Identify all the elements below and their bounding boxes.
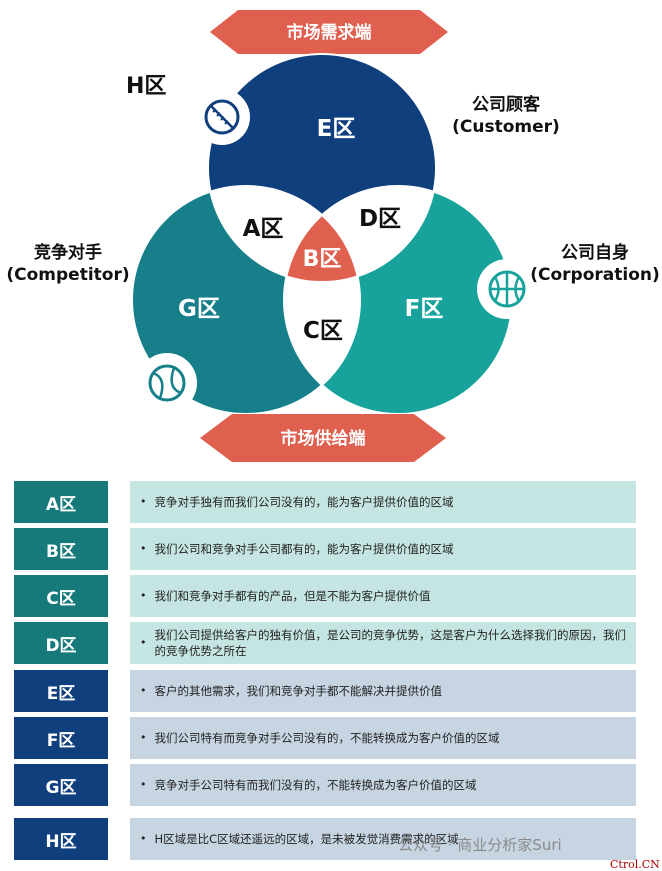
zone-b-area [284,186,360,282]
row-text: 竞争对手独有而我们公司没有的，能为客户提供价值的区域 [154,495,454,509]
corporation-en: (Corporation) [530,265,660,285]
zone-f-label: F区 [405,296,444,322]
customer-en: (Customer) [452,117,560,137]
zone-c-label: C区 [303,318,343,344]
row-desc: •我们公司和竞争对手公司都有的，能为客户提供价值的区域 [130,528,636,570]
row-key: E区 [14,670,108,712]
table-row-d: D区 •我们公司提供给客户的独有价值，是公司的竞争优势，这是客户为什么选择我们的… [14,622,636,664]
competitor-en: (Competitor) [6,265,130,285]
table-row-h: H区 •H区域是比C区域还遥远的区域，是未被发觉消费需求的区域 [14,818,636,860]
row-text: H区域是比C区域还遥远的区域，是未被发觉消费需求的区域 [154,832,459,846]
market-supply-label: 市场供给端 [281,428,366,449]
table-row-e: E区 •客户的其他需求，我们和竞争对手都不能解决并提供价值 [14,670,636,712]
table-row-c: C区 •我们和竞争对手都有的产品，但是不能为客户提供价值 [14,575,636,617]
tennis-ball-icon [137,353,197,413]
competitor-name: 竞争对手 [34,243,102,263]
row-key: F区 [14,717,108,759]
row-text: 我们公司特有而竞争对手公司没有的，不能转换成为客户价值的区域 [154,731,500,745]
row-desc: •我们公司提供给客户的独有价值，是公司的竞争优势，这是客户为什么选择我们的原因，… [130,622,636,664]
row-text: 我们公司提供给客户的独有价值，是公司的竞争优势，这是客户为什么选择我们的原因，我… [154,628,627,658]
zone-g-label: G区 [178,296,220,322]
table-row-g: G区 •竞争对手公司特有而我们没有的，不能转换成为客户价值的区域 [14,764,636,806]
row-desc: •竞争对手独有而我们公司没有的，能为客户提供价值的区域 [130,481,636,523]
customer-name: 公司顾客 [472,95,540,115]
row-key: C区 [14,575,108,617]
row-text: 竞争对手公司特有而我们没有的，不能转换成为客户价值的区域 [154,778,477,792]
table-row-f: F区 •我们公司特有而竞争对手公司没有的，不能转换成为客户价值的区域 [14,717,636,759]
corner-mark: Ctrol.CN [610,858,660,871]
market-demand-label: 市场需求端 [287,22,372,43]
venn-diagram: 市场需求端 E区 A区 D区 B区 G区 C区 F区 [132,10,537,462]
zone-d-label: D区 [359,206,401,232]
watermark: 公众号 · 商业分析家Suri [398,836,562,854]
row-desc: •我们公司特有而竞争对手公司没有的，不能转换成为客户价值的区域 [130,717,636,759]
row-text: 我们公司和竞争对手公司都有的，能为客户提供价值的区域 [154,542,454,556]
row-key: A区 [14,481,108,523]
customer-label: 公司顾客 (Customer) [436,94,576,138]
corporation-name: 公司自身 [561,243,629,263]
row-key: H区 [14,818,108,860]
row-desc: •客户的其他需求，我们和竞争对手都不能解决并提供价值 [130,670,636,712]
zone-a-label: A区 [243,216,284,242]
h-zone-label: H区 [126,74,167,99]
row-key: G区 [14,764,108,806]
row-key: B区 [14,528,108,570]
baseball-icon [194,89,250,145]
market-supply-banner: 市场供给端 [200,414,446,462]
zone-e-label: E区 [317,116,356,142]
row-desc: •我们和竞争对手都有的产品，但是不能为客户提供价值 [130,575,636,617]
basketball-icon [477,259,537,319]
row-key: D区 [14,622,108,664]
corporation-label: 公司自身 (Corporation) [530,242,660,286]
competitor-label: 竞争对手 (Competitor) [6,242,130,286]
row-desc: •竞争对手公司特有而我们没有的，不能转换成为客户价值的区域 [130,764,636,806]
row-desc: •H区域是比C区域还遥远的区域，是未被发觉消费需求的区域 [130,818,636,860]
table-row-b: B区 •我们公司和竞争对手公司都有的，能为客户提供价值的区域 [14,528,636,570]
market-demand-banner: 市场需求端 [210,10,448,54]
row-text: 客户的其他需求，我们和竞争对手都不能解决并提供价值 [154,684,443,698]
table-row-a: A区 •竞争对手独有而我们公司没有的，能为客户提供价值的区域 [14,481,636,523]
row-text: 我们和竞争对手都有的产品，但是不能为客户提供价值 [154,589,431,603]
zone-b-label: B区 [303,247,342,272]
